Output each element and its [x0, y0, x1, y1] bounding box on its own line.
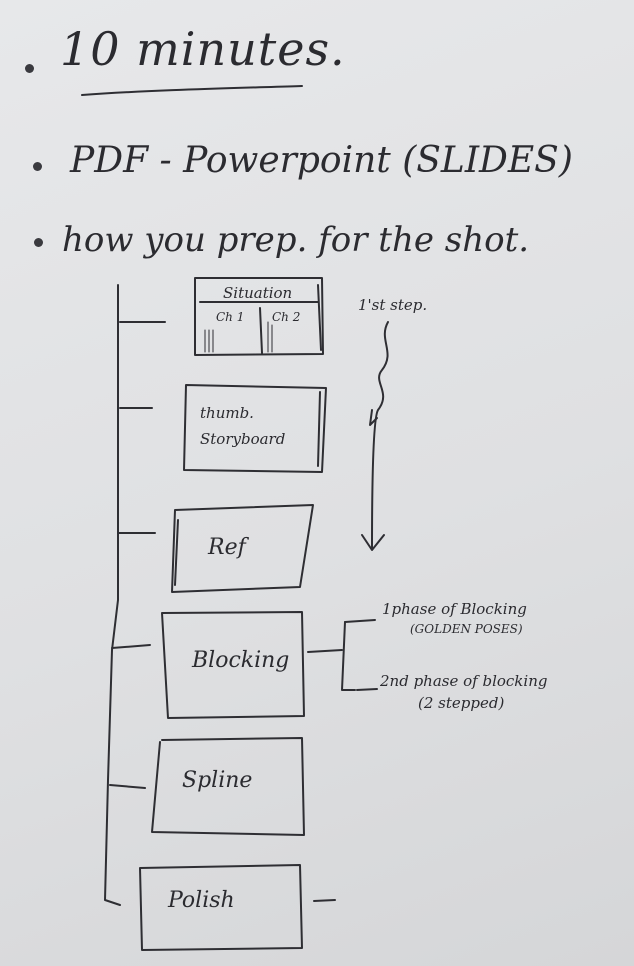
bullet-dot	[33, 162, 42, 171]
step-label-blocking: Blocking	[192, 648, 289, 673]
bullet-dot	[25, 64, 34, 73]
step-label-ref: Ref	[208, 535, 246, 560]
situation-column-ch2: Ch 2	[272, 310, 300, 324]
first-step-note: 1'st step.	[358, 296, 427, 314]
note-bullet-prep: how you prep. for the shot.	[62, 220, 529, 260]
title-underline	[82, 86, 302, 95]
timeline-line	[105, 285, 120, 905]
situation-column-ch1: Ch 1	[216, 310, 244, 324]
bullet-dot	[34, 238, 43, 247]
phase-bracket	[308, 650, 342, 652]
step-label-polish: Polish	[168, 888, 235, 913]
blocking-phase-1-note: (GOLDEN POSES)	[410, 622, 523, 636]
step-label-spline: Spline	[182, 768, 252, 793]
blocking-phase-2: 2nd phase of blocking	[380, 672, 547, 690]
note-bullet-pdf: PDF - Powerpoint (SLIDES)	[70, 140, 573, 181]
step-label-situation: Situation	[223, 284, 292, 302]
step-label-storyboard: thumb. Storyboard	[200, 400, 310, 452]
note-title: 10 minutes.	[60, 22, 346, 76]
blocking-phase-1: 1phase of Blocking	[382, 600, 527, 618]
squiggle-arrow	[372, 322, 388, 548]
blocking-phase-2-note: (2 stepped)	[418, 694, 504, 712]
